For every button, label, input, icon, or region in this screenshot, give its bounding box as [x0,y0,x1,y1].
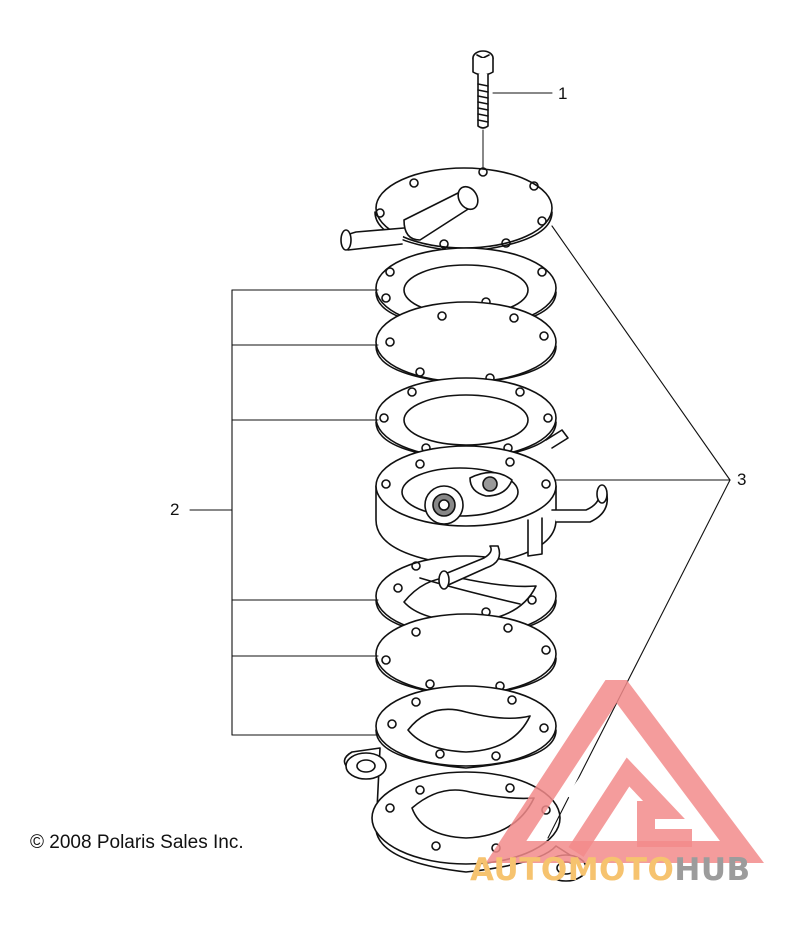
copyright-text: © 2008 Polaris Sales Inc. [30,832,244,853]
callout-1-label: 1 [558,84,568,103]
callout-3-label: 3 [737,470,747,489]
valve-gasket-2 [375,685,557,769]
watermark-name-part-1: AUTOMOTO [470,852,675,888]
callout-2-label: 2 [170,500,180,519]
automotohub-watermark-text: AUTOMOTOHUB [470,852,751,888]
leader-lines [189,92,731,839]
diaphragm-2 [375,613,557,697]
screw-part [472,50,494,169]
automotohub-logo-icon [485,680,764,863]
diaphragm-1 [375,301,557,385]
pump-body-part [375,429,609,567]
top-cover-part [340,167,553,253]
watermark-name-part-2: HUB [674,852,751,888]
